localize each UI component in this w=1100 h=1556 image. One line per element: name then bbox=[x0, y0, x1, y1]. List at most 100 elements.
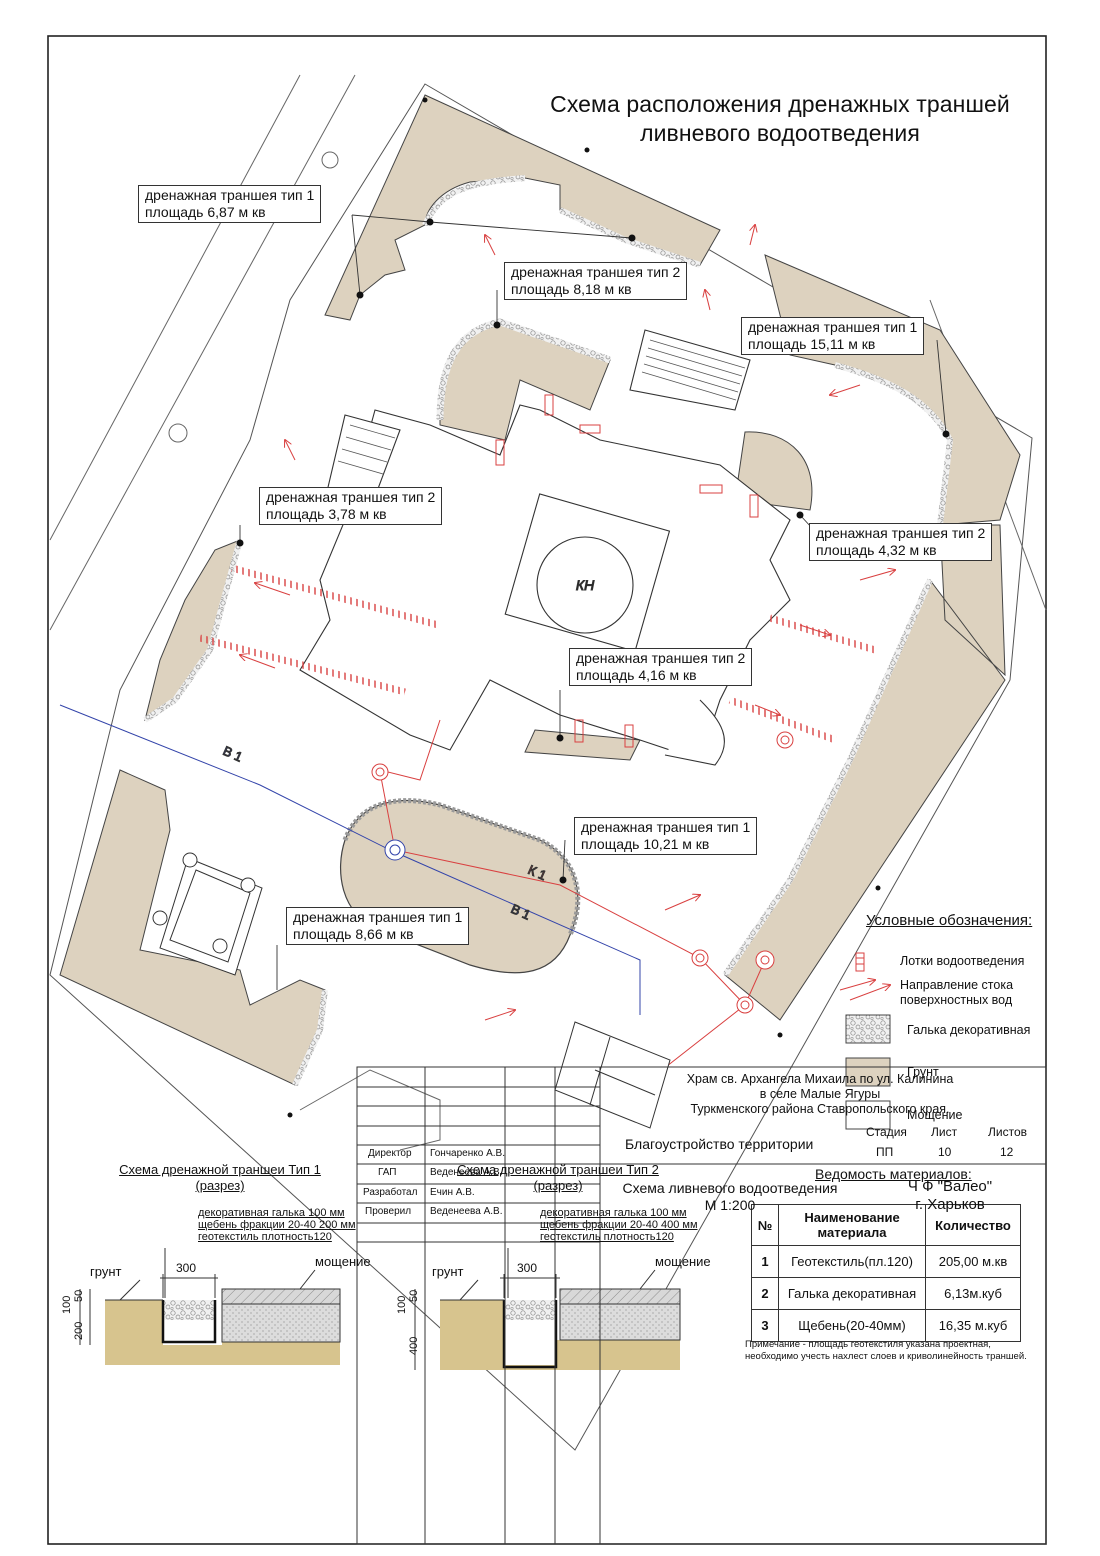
drawing-title-line1: Схема расположения дренажных траншей bbox=[550, 91, 1010, 117]
stamp-drawing-name-line2: М 1:200 bbox=[704, 1197, 756, 1213]
legend-item-soil-label: Грунт bbox=[907, 1065, 939, 1079]
materials-cell: 205,00 м.кв bbox=[925, 1245, 1021, 1278]
stamp-role-1: Директор bbox=[368, 1148, 412, 1159]
materials-cell: 6,13м.куб bbox=[925, 1277, 1021, 1310]
drawing-title: Схема расположения дренажных траншей лив… bbox=[500, 90, 1060, 148]
stamp-role-2: ГАП bbox=[378, 1167, 397, 1178]
section-1-dim-top: 50 bbox=[73, 1289, 85, 1302]
materials-note-line2: необходимо учесть нахлест слоев и кривол… bbox=[745, 1351, 1027, 1362]
stamp-org-line2: г. Харьков bbox=[915, 1196, 985, 1213]
section-1-title: Схема дренажной траншеи Тип 1 (разрез) bbox=[100, 1162, 340, 1194]
section-2-right-label: мощение bbox=[655, 1254, 711, 1269]
legend-item-gravel-label: Галька декоративная bbox=[907, 1023, 1031, 1037]
stamp-role-3: Разработал bbox=[363, 1187, 418, 1198]
plot-boundary bbox=[49, 83, 1033, 1451]
stamp-name-1: Гончаренко А.В. bbox=[430, 1148, 505, 1159]
trench-callout-2-area: площадь 8,18 м кв bbox=[511, 281, 632, 297]
section-type1 bbox=[79, 1248, 341, 1365]
stamp-project-line2: в селе Малые Ягуры bbox=[759, 1087, 881, 1101]
legend-item-flow-label-2: поверхностных вод bbox=[900, 993, 1013, 1007]
stamp-project-line1: Храм св. Архангела Михаила по ул. Калини… bbox=[686, 1072, 954, 1086]
section-1-layer-1: декоративная галька 100 мм bbox=[198, 1207, 345, 1219]
trench-callout-8-type: дренажная траншея тип 1 bbox=[293, 909, 463, 925]
stamp-project-line3: Туркменского района Ставропольского края… bbox=[690, 1102, 950, 1116]
stairs bbox=[337, 339, 746, 475]
trench-callout-7: дренажная траншея тип 1 площадь 10,21 м … bbox=[574, 817, 758, 855]
pavilion bbox=[152, 852, 263, 976]
section-2-title-line2: (разрез) bbox=[533, 1178, 583, 1193]
legend-item-trays: Лотки водоотведения bbox=[900, 954, 1024, 969]
trench-callout-2: дренажная траншея тип 2 площадь 8,18 м к… bbox=[504, 262, 688, 300]
section-2-dim-depth: 400 bbox=[408, 1336, 420, 1355]
materials-cell: 1 bbox=[751, 1245, 779, 1278]
materials-cell: 3 bbox=[751, 1309, 779, 1342]
legend-symbols bbox=[845, 952, 890, 1130]
section-2-dim-outer: 100 bbox=[396, 1295, 408, 1314]
section-1-right-label: мощение bbox=[315, 1254, 371, 1269]
section-2-width: 300 bbox=[517, 1261, 538, 1275]
legend-item-trays-label: Лотки водоотведения bbox=[900, 954, 1025, 968]
stamp-name-4: Веденеева А.В. bbox=[430, 1206, 503, 1217]
trench-callout-6-type: дренажная траншея тип 2 bbox=[576, 650, 746, 666]
materials-table: № Наименование материала Количество 1 Ге… bbox=[751, 1204, 1021, 1342]
section-2-title: Схема дренажной траншеи Тип 2 (разрез) bbox=[438, 1162, 678, 1194]
section-2-layer-1: декоративная галька 100 мм bbox=[540, 1207, 687, 1219]
legend-item-paving-label: Мощение bbox=[907, 1108, 963, 1122]
stamp-stage-value: ПП bbox=[876, 1145, 894, 1159]
stamp-sheets-label: Листов bbox=[988, 1125, 1027, 1139]
stamp-drawing-name: Схема ливневого водоотведения М 1:200 bbox=[605, 1180, 855, 1214]
stamp-sheets-value: 12 bbox=[1000, 1145, 1014, 1159]
stamp-name-2: Веденеева А.В. bbox=[430, 1167, 503, 1178]
materials-note: Примечание - площадь геотекстиля указана… bbox=[745, 1339, 1027, 1363]
trench-callout-3-area: площадь 15,11 м кв bbox=[748, 336, 876, 352]
trench-type2-south bbox=[524, 729, 641, 761]
materials-cell: 16,35 м.куб bbox=[925, 1309, 1021, 1342]
stamp-org: Ч Ф "Валео" г. Харьков bbox=[880, 1178, 1020, 1214]
trench-callout-3-type: дренажная траншея тип 1 bbox=[748, 319, 918, 335]
section-2-layers: декоративная галька 100 мм щебень фракци… bbox=[540, 1207, 698, 1243]
trench-type2-east bbox=[734, 431, 813, 511]
legend-item-flow: Направление стока поверхностных вод bbox=[900, 978, 1013, 1008]
drain-trays bbox=[199, 564, 877, 744]
section-1-left-label: грунт bbox=[90, 1264, 122, 1279]
trench-callout-1-type: дренажная траншея тип 1 bbox=[145, 187, 315, 203]
drawing-title-line2: ливневого водоотведения bbox=[640, 120, 920, 146]
stamp-sheet-value: 10 bbox=[938, 1145, 952, 1159]
trench-callout-8-area: площадь 8,66 м кв bbox=[293, 926, 414, 942]
soil-area-southwest bbox=[59, 769, 326, 1086]
legend-item-gravel: Галька декоративная bbox=[907, 1023, 1030, 1038]
center-label: КН bbox=[576, 577, 595, 593]
materials-cell: 2 bbox=[751, 1277, 779, 1310]
section-1-title-line1: Схема дренажной траншеи Тип 1 bbox=[119, 1162, 321, 1177]
stamp-project: Храм св. Архангела Михаила по ул. Калини… bbox=[640, 1072, 1000, 1117]
legend-item-soil: Грунт bbox=[907, 1065, 939, 1080]
wells bbox=[168, 151, 794, 1014]
materials-note-line1: Примечание - площадь геотекстиля указана… bbox=[745, 1339, 991, 1350]
stamp-section-name: Благоустройство территории bbox=[625, 1136, 814, 1152]
stamp-org-line1: Ч Ф "Валео" bbox=[907, 1178, 993, 1195]
leader-dots bbox=[236, 97, 950, 1118]
table-row: 2 Галька декоративная 6,13м.куб bbox=[751, 1277, 1021, 1310]
table-row: 1 Геотекстиль(пл.120) 205,00 м.кв bbox=[751, 1245, 1021, 1278]
trench-callout-7-area: площадь 10,21 м кв bbox=[581, 836, 710, 852]
pipe-k1 bbox=[379, 771, 746, 1096]
section-1-title-line2: (разрез) bbox=[195, 1178, 245, 1193]
section-1-dim-depth: 200 bbox=[73, 1321, 85, 1340]
trench-callout-6-area: площадь 4,16 м кв bbox=[576, 667, 697, 683]
drain-small bbox=[495, 394, 759, 748]
trench-callout-5-area: площадь 4,32 м кв bbox=[816, 542, 937, 558]
section-2-title-line1: Схема дренажной траншеи Тип 2 bbox=[457, 1162, 659, 1177]
section-2-dim-top: 50 bbox=[408, 1289, 420, 1302]
legend-title: Условные обозначения: bbox=[866, 912, 1033, 929]
site-plan: КН В 1 В 1 К 1 bbox=[49, 74, 1047, 1451]
stamp-name-3: Ечин А.В. bbox=[430, 1187, 475, 1198]
table-row: 3 Щебень(20-40мм) 16,35 м.куб bbox=[751, 1309, 1021, 1342]
trench-callout-5-type: дренажная траншея тип 2 bbox=[816, 525, 986, 541]
trench-callout-1: дренажная траншея тип 1 площадь 6,87 м к… bbox=[138, 185, 322, 223]
section-1-width: 300 bbox=[176, 1261, 197, 1275]
section-1-layers: декоративная галька 100 мм щебень фракци… bbox=[198, 1207, 356, 1243]
section-type2 bbox=[414, 1248, 681, 1370]
materials-cell: Щебень(20-40мм) bbox=[778, 1309, 926, 1342]
stamp-sheet-label: Лист bbox=[931, 1125, 958, 1139]
